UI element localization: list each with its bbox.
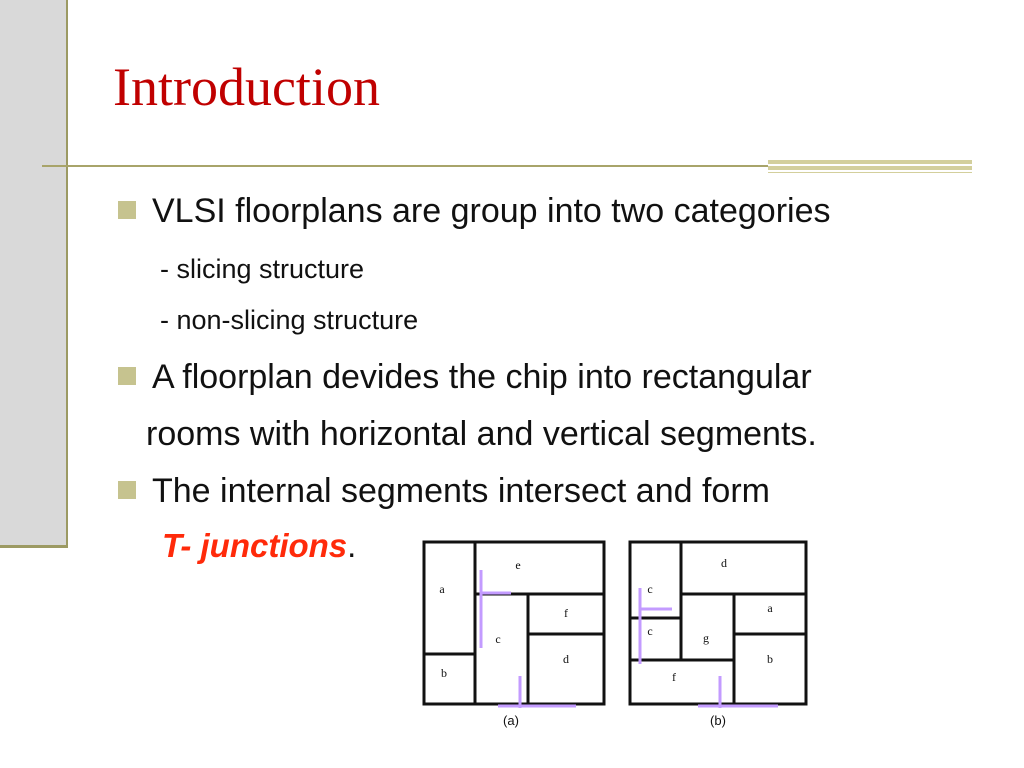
bullet-text-floorplan: A floorplan devides the chip into rectan… bbox=[152, 358, 812, 396]
bullet-text-floorplan-continued: rooms with horizontal and vertical segme… bbox=[146, 415, 817, 453]
figure-caption-b: (b) bbox=[710, 713, 726, 728]
room-label-f: f bbox=[672, 670, 676, 684]
room-label-b: b bbox=[767, 652, 773, 666]
room-label-c: c bbox=[647, 582, 652, 596]
t-junctions-line: T- junctions. bbox=[162, 529, 356, 562]
room-label-c: c bbox=[647, 624, 652, 638]
bullet-text-segments: The internal segments intersect and form bbox=[152, 472, 770, 510]
room-label-b: b bbox=[441, 666, 447, 680]
floorplan-figure-svg: a b c d e f (a) a b c c d f g (b) bbox=[422, 540, 808, 728]
room-label-f: f bbox=[564, 606, 568, 620]
slide-title: Introduction bbox=[113, 57, 380, 117]
bullet-square-icon bbox=[118, 201, 136, 219]
floorplan-a-junction-markers bbox=[479, 570, 576, 708]
floorplan-b-junction-markers bbox=[638, 588, 778, 708]
room-label-a: a bbox=[439, 582, 445, 596]
room-label-a: a bbox=[767, 601, 773, 615]
floorplan-b bbox=[628, 540, 808, 706]
bullet-square-icon bbox=[118, 367, 136, 385]
room-label-g: g bbox=[703, 631, 709, 645]
title-divider-accent bbox=[768, 160, 972, 173]
room-label-e: e bbox=[515, 558, 520, 572]
figure-caption-a: (a) bbox=[503, 713, 519, 728]
room-label-d: d bbox=[563, 652, 569, 666]
t-junctions-emphasis: T- junctions bbox=[162, 527, 348, 564]
floorplan-a bbox=[422, 540, 606, 706]
title-divider-line bbox=[42, 165, 972, 167]
sub-item-slicing: - slicing structure bbox=[160, 254, 365, 284]
sub-item-non-slicing: - non-slicing structure bbox=[160, 305, 419, 335]
floorplan-figure: a b c d e f (a) a b c c d f g (b) bbox=[418, 536, 814, 745]
room-label-d: d bbox=[721, 556, 727, 570]
room-label-c: c bbox=[495, 632, 500, 646]
left-sidebar-bar bbox=[0, 0, 68, 548]
bullet-square-icon bbox=[118, 481, 136, 499]
t-junctions-period: . bbox=[347, 527, 357, 564]
bullet-text-categories: VLSI floorplans are group into two categ… bbox=[152, 192, 831, 230]
